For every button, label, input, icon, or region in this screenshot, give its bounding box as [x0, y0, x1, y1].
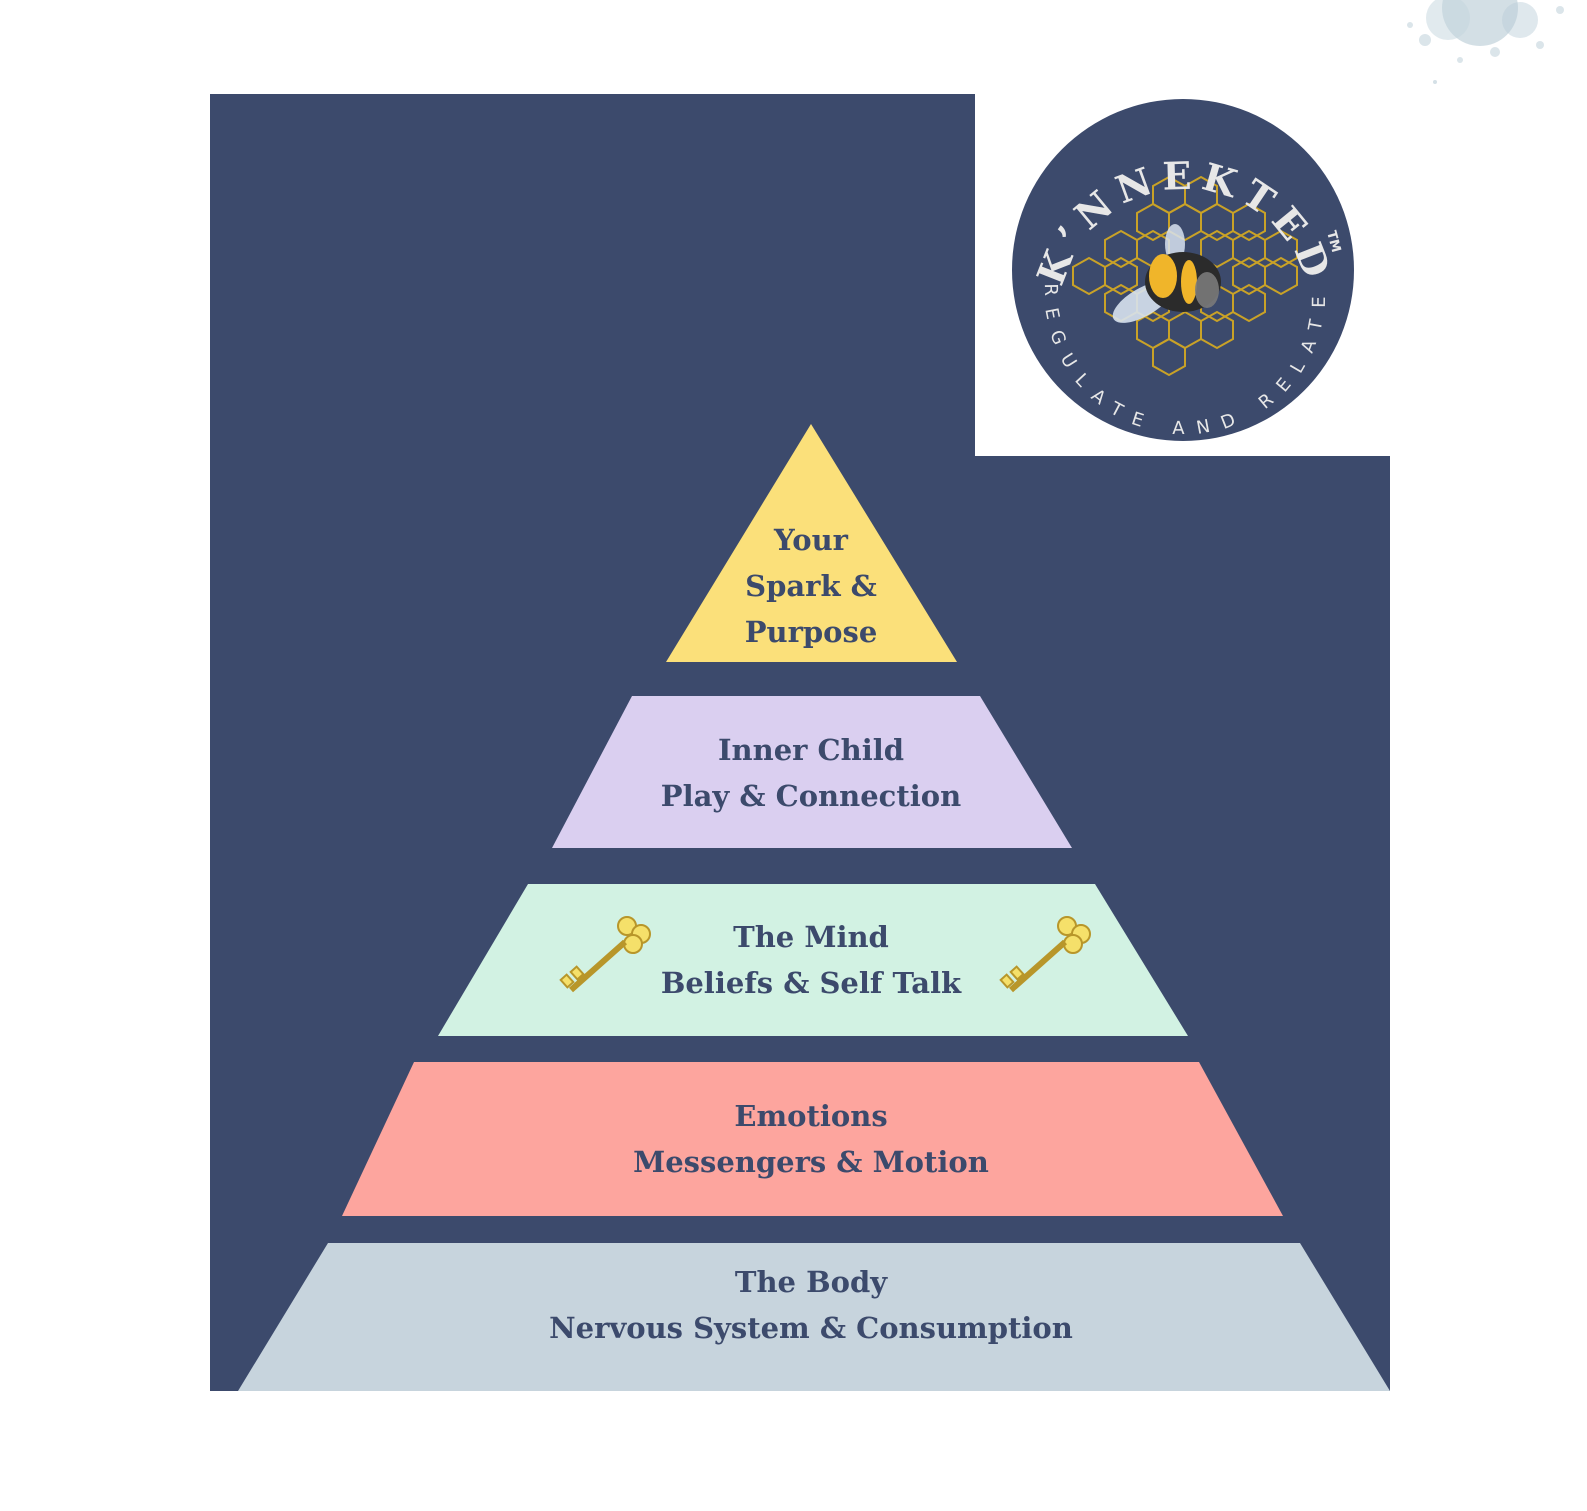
tier-line: Beliefs & Self Talk: [660, 966, 962, 1000]
tier-emotions-label: Emotions Messengers & Motion: [300, 1093, 1322, 1185]
tier-line: Spark &: [745, 569, 877, 603]
tier-line: The Body: [734, 1265, 888, 1299]
honeycomb-icon: [1072, 175, 1298, 377]
tier-body-shape: [238, 1243, 1390, 1391]
tier-line: Play & Connection: [660, 779, 962, 813]
tier-spark-purpose-label: Your Spark & Purpose: [300, 517, 1322, 655]
tier-inner-child-label: Inner Child Play & Connection: [300, 727, 1322, 819]
logo-trademark: TM: [1323, 229, 1343, 254]
tier-line: Emotions: [734, 1099, 888, 1133]
bee-icon: [1112, 224, 1221, 323]
key-icon: [559, 916, 651, 993]
tier-line: Messengers & Motion: [633, 1145, 989, 1179]
tier-emotions-shape: [342, 1062, 1283, 1216]
tier-inner-child-shape: [552, 696, 1072, 848]
tier-mind-label: The Mind Beliefs & Self Talk: [300, 914, 1322, 1006]
tier-line: Inner Child: [717, 733, 905, 767]
tier-line: Your: [774, 523, 848, 557]
tier-line: Purpose: [744, 615, 878, 649]
logo-badge: K’NNEKTED TM REGULATE AND RELATE: [975, 94, 1390, 456]
tier-line: The Mind: [733, 920, 889, 954]
tier-line: Nervous System & Consumption: [549, 1311, 1073, 1345]
key-icon: [999, 916, 1091, 993]
tier-body-label: The Body Nervous System & Consumption: [300, 1259, 1322, 1351]
kannekted-logo: K’NNEKTED TM REGULATE AND RELATE: [1012, 99, 1354, 441]
watercolor-splash: [1407, 0, 1564, 84]
tier-spark-purpose-shape: [666, 424, 957, 662]
